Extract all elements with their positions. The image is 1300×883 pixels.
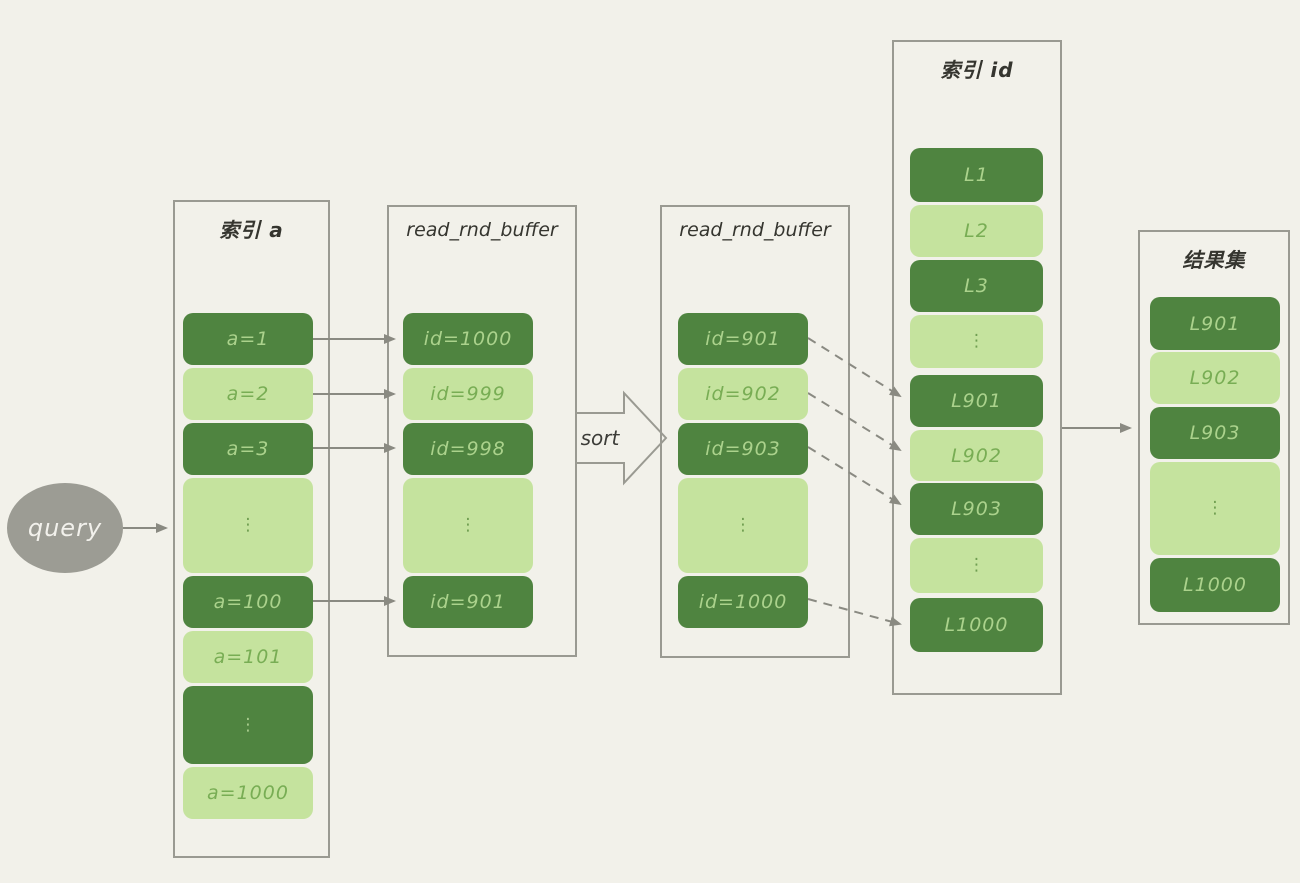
sort-label: sort bbox=[581, 426, 621, 450]
record-cell: L902 bbox=[1150, 352, 1280, 404]
record-cell: L1000 bbox=[1150, 558, 1280, 612]
ellipsis-cell: ⋮ bbox=[910, 315, 1043, 368]
record-cell: id=901 bbox=[678, 313, 808, 365]
record-cell: L3 bbox=[910, 260, 1043, 312]
record-cell: L903 bbox=[910, 483, 1043, 535]
box-index-a-title: 索引 a bbox=[219, 218, 284, 242]
box-result-set: 结果集 bbox=[1138, 230, 1290, 625]
record-cell: L902 bbox=[910, 430, 1043, 481]
record-cell: a=1000 bbox=[183, 767, 313, 819]
record-cell: id=1000 bbox=[403, 313, 533, 365]
ellipsis-cell: ⋮ bbox=[403, 478, 533, 573]
box-read-rnd-buffer-sorted-title: read_rnd_buffer bbox=[679, 219, 831, 241]
record-cell: L903 bbox=[1150, 407, 1280, 459]
ellipsis-cell: ⋮ bbox=[1150, 462, 1280, 555]
box-index-a: 索引 a bbox=[173, 200, 330, 858]
box-read-rnd-buffer-unsorted: read_rnd_buffer bbox=[387, 205, 577, 657]
record-cell: L901 bbox=[1150, 297, 1280, 350]
record-cell: a=1 bbox=[183, 313, 313, 365]
record-cell: id=902 bbox=[678, 368, 808, 420]
record-cell: id=901 bbox=[403, 576, 533, 628]
record-cell: id=1000 bbox=[678, 576, 808, 628]
record-cell: L1000 bbox=[910, 598, 1043, 652]
record-cell: L901 bbox=[910, 375, 1043, 427]
record-cell: a=3 bbox=[183, 423, 313, 475]
sort-arrow: sort bbox=[577, 390, 668, 486]
ellipsis-cell: ⋮ bbox=[678, 478, 808, 573]
record-cell: a=2 bbox=[183, 368, 313, 420]
record-cell: id=903 bbox=[678, 423, 808, 475]
box-result-set-title: 结果集 bbox=[1182, 248, 1246, 272]
box-read-rnd-buffer-unsorted-title: read_rnd_buffer bbox=[406, 219, 558, 241]
ellipsis-cell: ⋮ bbox=[910, 538, 1043, 593]
record-cell: id=999 bbox=[403, 368, 533, 420]
record-cell: id=998 bbox=[403, 423, 533, 475]
ellipsis-cell: ⋮ bbox=[183, 478, 313, 573]
record-cell: a=101 bbox=[183, 631, 313, 683]
record-cell: L2 bbox=[910, 205, 1043, 257]
box-index-id-title: 索引 id bbox=[940, 58, 1014, 82]
query-label: query bbox=[27, 514, 103, 542]
query-node: query bbox=[7, 483, 123, 573]
ellipsis-cell: ⋮ bbox=[183, 686, 313, 764]
record-cell: L1 bbox=[910, 148, 1043, 202]
record-cell: a=100 bbox=[183, 576, 313, 628]
